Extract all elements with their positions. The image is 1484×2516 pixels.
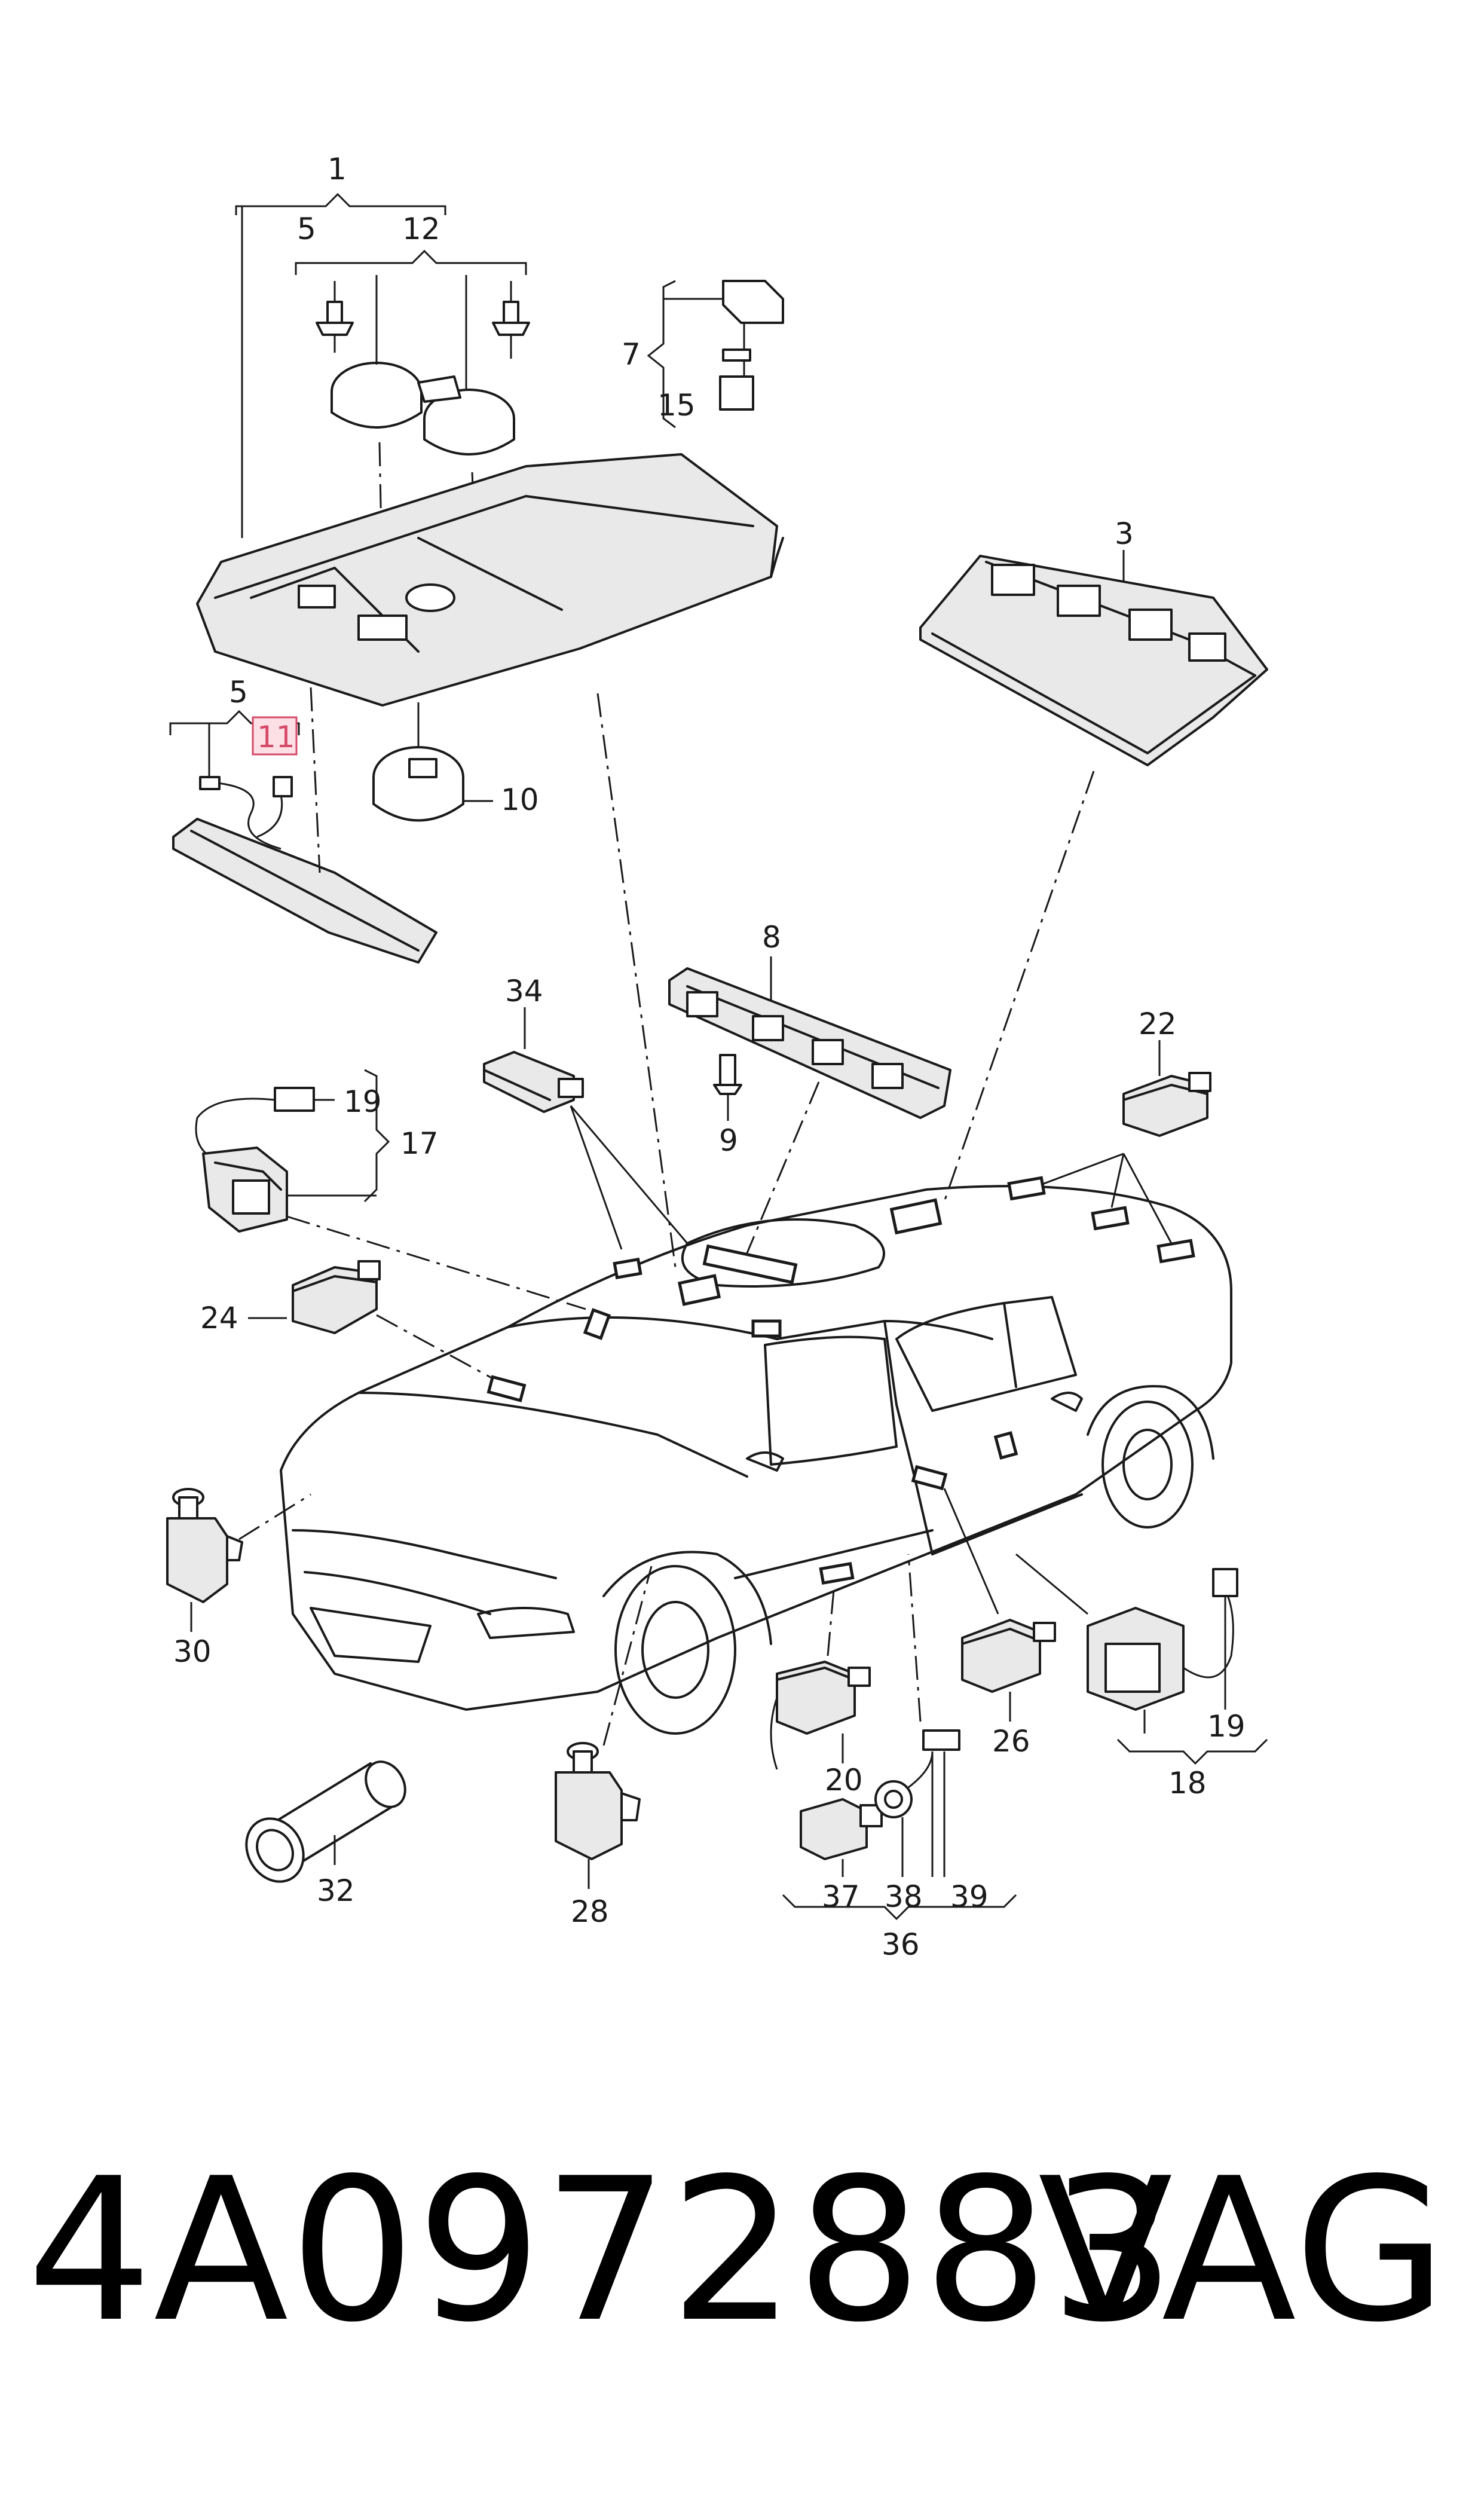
vehicle-illustration bbox=[280, 1176, 1232, 1735]
callout-labels: 1 5 12 7 15 3 5 11 10 8 34 22 9 19 17 24… bbox=[173, 152, 1246, 1962]
parts-diagram: 1 5 12 7 15 3 5 11 10 8 34 22 9 19 17 24… bbox=[166, 152, 1268, 1962]
part-lighter-32 bbox=[245, 1760, 406, 1883]
highlighted-callout-11-box bbox=[252, 716, 298, 756]
part-switch-28 bbox=[555, 1566, 653, 1889]
callout-12: 12 bbox=[402, 212, 440, 246]
part-roof-console-group bbox=[196, 192, 784, 1268]
callout-26: 26 bbox=[992, 1724, 1030, 1759]
part-lamp-22 bbox=[1027, 1040, 1211, 1244]
brand-name: VAG bbox=[1038, 2136, 1448, 2365]
callout-3: 3 bbox=[1115, 516, 1134, 551]
callout-9: 9 bbox=[719, 1123, 738, 1158]
callout-11: 11 bbox=[257, 720, 295, 754]
callout-1: 1 bbox=[328, 152, 347, 187]
callout-5b: 5 bbox=[229, 675, 248, 710]
part-console-3 bbox=[919, 550, 1268, 1202]
part-switch-18-19 bbox=[1015, 1553, 1268, 1765]
callout-17: 17 bbox=[400, 1126, 439, 1161]
callout-30: 30 bbox=[173, 1634, 212, 1669]
callout-18: 18 bbox=[1168, 1766, 1207, 1800]
part-switch-17-19 bbox=[195, 1069, 586, 1310]
part-trim-8 bbox=[668, 956, 951, 1268]
part-lamp-34 bbox=[483, 1007, 689, 1250]
part-lamp-26 bbox=[943, 1488, 1056, 1722]
part-lamp-20 bbox=[770, 1589, 871, 1770]
callout-37: 37 bbox=[822, 1879, 860, 1914]
callout-19b: 19 bbox=[1207, 1709, 1246, 1744]
part-switch-30 bbox=[166, 1488, 311, 1632]
callout-8: 8 bbox=[762, 920, 781, 955]
part-lamp-24 bbox=[248, 1260, 509, 1388]
callout-15: 15 bbox=[657, 388, 696, 423]
callout-38: 38 bbox=[885, 1879, 923, 1914]
callout-24: 24 bbox=[200, 1301, 238, 1335]
callout-19a: 19 bbox=[344, 1084, 382, 1119]
callout-5a: 5 bbox=[297, 212, 316, 246]
part-number: 4A0972883 bbox=[27, 2136, 1177, 2365]
callout-7: 7 bbox=[622, 337, 641, 372]
callout-10: 10 bbox=[501, 782, 539, 817]
part-connector-7-15 bbox=[647, 280, 784, 429]
callout-36: 36 bbox=[882, 1927, 920, 1962]
callout-34: 34 bbox=[505, 974, 543, 1008]
callout-28: 28 bbox=[571, 1894, 609, 1929]
callout-22: 22 bbox=[1139, 1007, 1177, 1041]
part-lamp-set-36 bbox=[782, 1554, 1017, 1921]
callout-39: 39 bbox=[950, 1879, 989, 1914]
callout-20: 20 bbox=[825, 1763, 863, 1797]
callout-32: 32 bbox=[317, 1873, 355, 1908]
part-rear-lamp-5-11 bbox=[169, 687, 493, 964]
